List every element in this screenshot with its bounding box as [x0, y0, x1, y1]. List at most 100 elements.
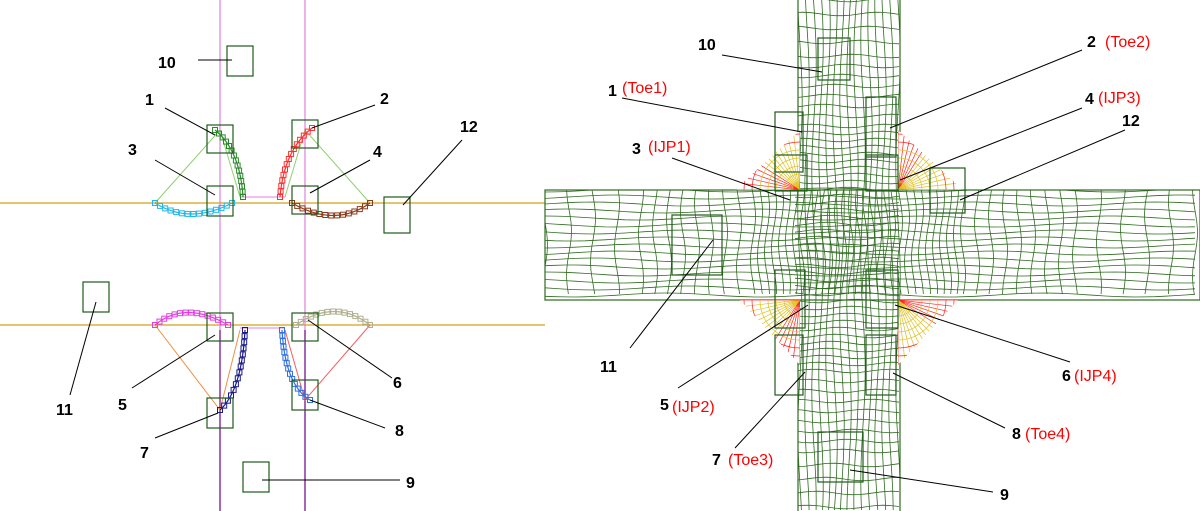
mesh-line	[794, 333, 900, 339]
mesh-line	[794, 242, 900, 248]
path-marker	[232, 381, 239, 388]
mesh-line	[988, 189, 994, 295]
left-label-1: 1	[145, 92, 154, 109]
mesh-line	[794, 368, 900, 374]
mesh-line	[680, 189, 686, 295]
mesh-line	[778, 189, 784, 295]
right-tag-toe3: (Toe3)	[728, 452, 773, 469]
mesh-line	[974, 189, 980, 295]
weld-mesh-line	[759, 149, 800, 190]
right-box-8	[865, 334, 897, 396]
right-label-7: 7	[712, 452, 721, 469]
left-label-7: 7	[140, 445, 149, 462]
mesh-line	[953, 189, 959, 295]
mesh-line	[794, 103, 900, 109]
weld-top-left	[735, 130, 800, 190]
right-box-7	[774, 334, 804, 396]
mesh-line	[794, 476, 900, 482]
mesh-line	[794, 25, 900, 31]
mesh-line	[794, 326, 900, 332]
right-tag-toe4: (Toe4)	[1025, 426, 1070, 443]
path-ijp2	[154, 311, 229, 326]
path-marker	[367, 322, 373, 328]
mesh-line	[867, 0, 873, 511]
left-box-2	[291, 119, 319, 149]
mesh-line	[804, 0, 810, 511]
weld-bottom-right	[898, 300, 958, 365]
right-tag-toe2: (Toe2)	[1105, 34, 1150, 51]
left-label-11: 11	[56, 402, 73, 419]
mesh-line	[794, 312, 900, 318]
left-leader-lines	[69, 59, 463, 481]
mesh-line	[545, 257, 1196, 263]
mesh-line	[874, 0, 880, 511]
mesh-line	[1058, 189, 1064, 295]
mesh-line	[794, 165, 900, 171]
mesh-line	[794, 144, 900, 150]
left-box-4	[291, 185, 319, 215]
path-marker	[182, 309, 189, 316]
weld-mesh-line	[767, 300, 800, 333]
right-box-10	[817, 37, 851, 81]
mesh-line	[904, 189, 910, 295]
mesh-line	[794, 73, 900, 79]
path-marker	[277, 188, 284, 195]
mesh-line	[794, 249, 900, 255]
right-label-2: 2	[1087, 34, 1096, 51]
weld-mesh-line	[898, 300, 915, 317]
path-marker	[330, 308, 337, 315]
mesh-line	[794, 504, 900, 510]
right-box-6	[865, 269, 899, 329]
mesh-line	[794, 83, 900, 89]
mesh-line	[848, 189, 854, 295]
mesh-line	[1120, 189, 1126, 295]
path-marker	[304, 128, 311, 135]
path-marker	[294, 385, 301, 392]
path-marker	[279, 327, 285, 333]
mesh-line	[794, 193, 900, 199]
path-toe3	[219, 329, 246, 411]
mesh-line	[860, 0, 866, 511]
path-marker	[239, 351, 246, 358]
right-tag-ijp3: (IJP3)	[1098, 90, 1141, 107]
left-box-5	[206, 312, 234, 342]
mesh-line	[722, 189, 728, 295]
path-marker	[241, 333, 248, 340]
path-marker	[207, 208, 214, 215]
mesh-line	[794, 378, 900, 384]
path-marker	[334, 212, 341, 219]
right-label-6: 6	[1062, 368, 1071, 385]
left-box-3	[206, 185, 234, 217]
right-box-11	[671, 214, 723, 276]
path-marker	[219, 134, 226, 141]
right-panel-mesh: 10 1 (Toe1) 2 (Toe2) 3 (IJP1) 4 (IJP3) 1…	[544, 0, 1200, 511]
mesh-line	[1016, 189, 1022, 295]
mesh-line	[1044, 189, 1050, 295]
left-label-10: 10	[158, 55, 176, 72]
mesh-line	[813, 189, 819, 295]
path-marker	[167, 207, 174, 214]
path-marker	[298, 389, 305, 396]
mesh-line	[883, 189, 889, 295]
mesh-line	[1072, 189, 1078, 295]
right-leader-lines	[621, 49, 1126, 493]
right-tag-toe1: (Toe1)	[622, 80, 667, 97]
path-marker	[279, 338, 286, 345]
mesh-line	[652, 189, 658, 295]
mesh-line	[839, 0, 845, 511]
path-marker	[322, 212, 329, 218]
mesh-line	[545, 189, 548, 295]
mesh-line	[960, 189, 966, 295]
right-box-4	[865, 154, 899, 192]
mesh-line	[794, 388, 900, 394]
mesh-region	[545, 0, 1200, 511]
weld-mesh-line	[898, 300, 907, 309]
mesh-line	[869, 190, 875, 295]
path-toe2	[279, 127, 313, 198]
mesh-line	[946, 190, 952, 295]
weld-mesh-line	[791, 300, 800, 309]
mesh-line	[1144, 189, 1150, 295]
mesh-line	[794, 462, 900, 468]
mesh-line	[785, 189, 791, 295]
